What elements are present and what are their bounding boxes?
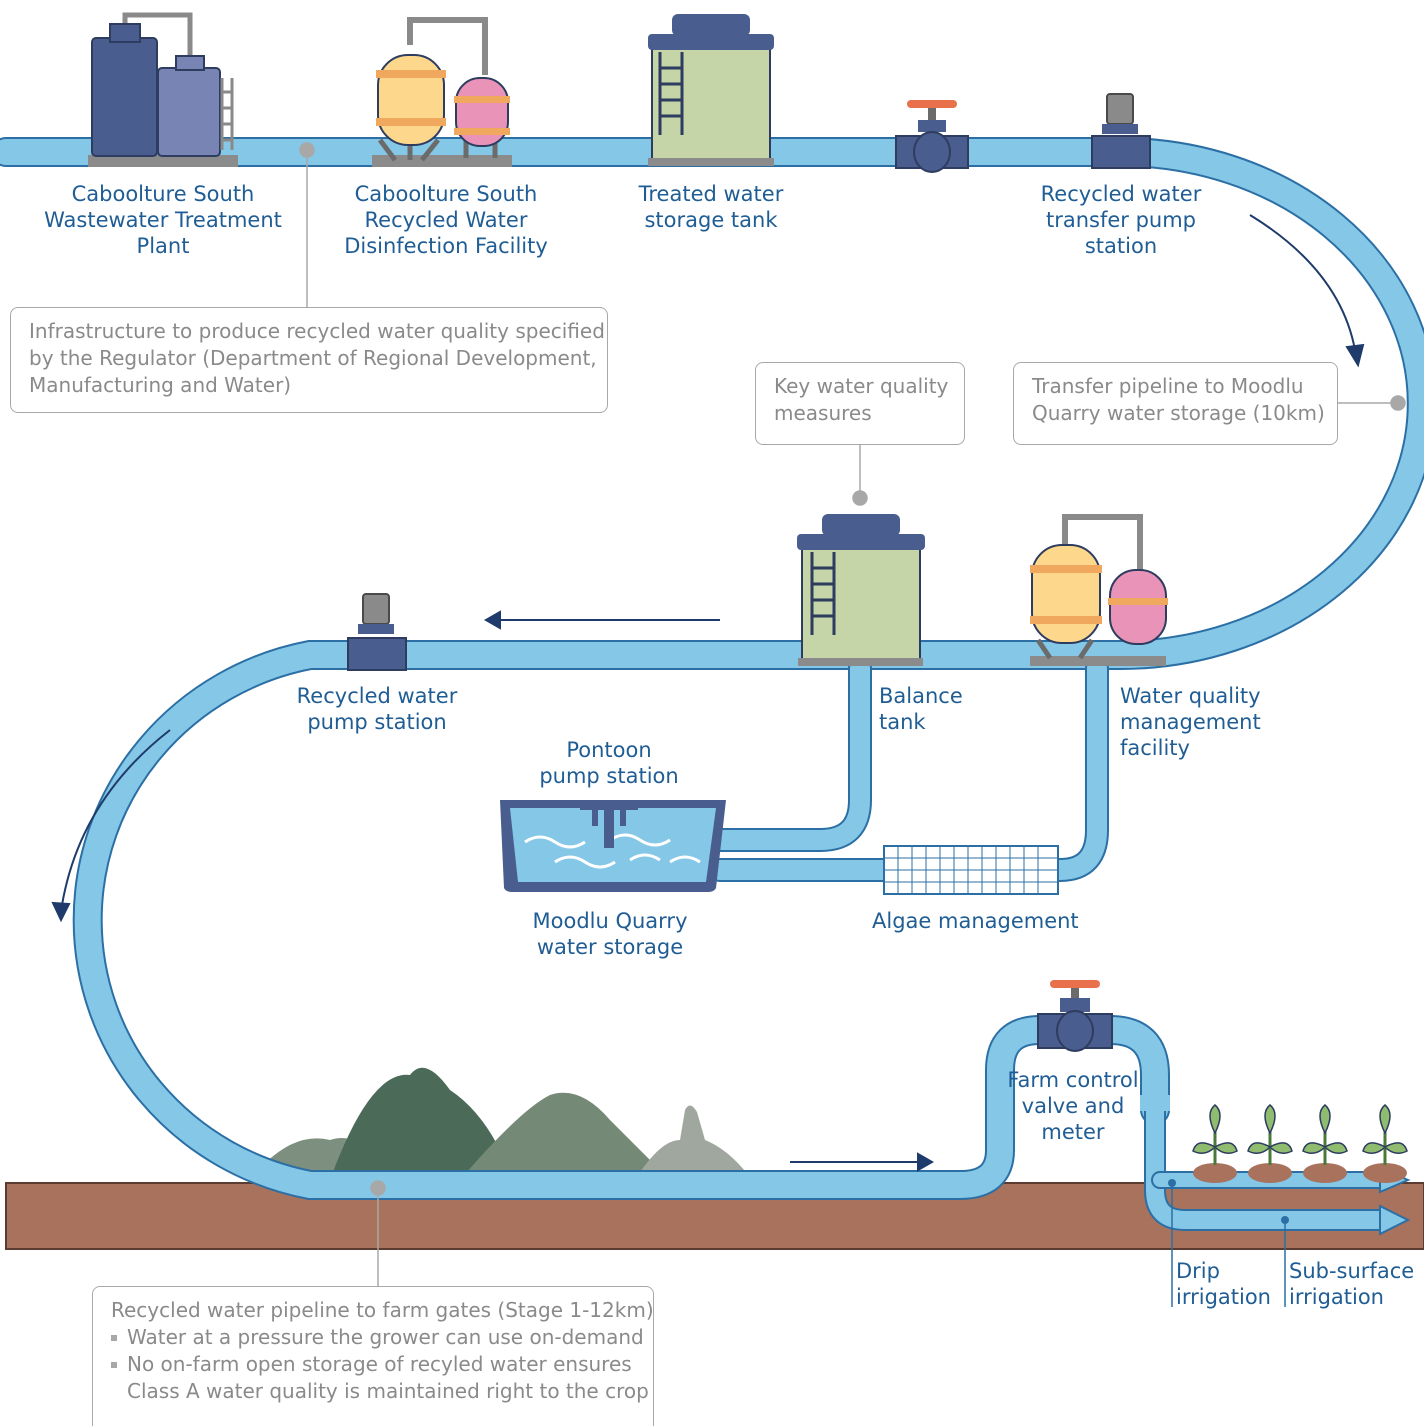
disinfection-facility [372, 17, 512, 167]
algae-management-grid [883, 845, 1059, 895]
callout-bullet-continuation: Class A water quality is maintained righ… [127, 1379, 649, 1403]
recycled-water-pump-station [347, 593, 407, 671]
treated-water-storage-tank [648, 14, 774, 166]
hills [250, 1067, 752, 1180]
pipeline-network [0, 137, 1424, 1231]
farm-control-valve [1037, 980, 1113, 1052]
callout-key-water-quality-measures: Key water quality measures [755, 362, 965, 445]
wastewater-treatment-plant [88, 12, 238, 167]
callout-bullet: Water at a pressure the grower can use o… [111, 1324, 644, 1351]
pontoon-pump [580, 800, 638, 848]
balance-tank [797, 514, 925, 666]
transfer-pump-station [1091, 93, 1151, 169]
callout-bullet: No on-farm open storage of recyled water… [111, 1351, 635, 1378]
callout-connectors [299, 142, 1406, 1307]
callout-farm-pipeline: Recycled water pipeline to farm gates (S… [92, 1286, 654, 1426]
callout-infrastructure: Infrastructure to produce recycled water… [10, 307, 608, 413]
farm-drop-fitting [1140, 1095, 1170, 1111]
flow-arrows [51, 214, 1365, 1172]
callout-transfer-pipeline: Transfer pipeline to Moodlu Quarry water… [1013, 362, 1338, 445]
gate-valve [895, 100, 969, 173]
label-algae-management: Algae management [872, 909, 1079, 933]
crop-plants [1192, 1104, 1408, 1183]
water-quality-management-facility [1030, 514, 1168, 666]
